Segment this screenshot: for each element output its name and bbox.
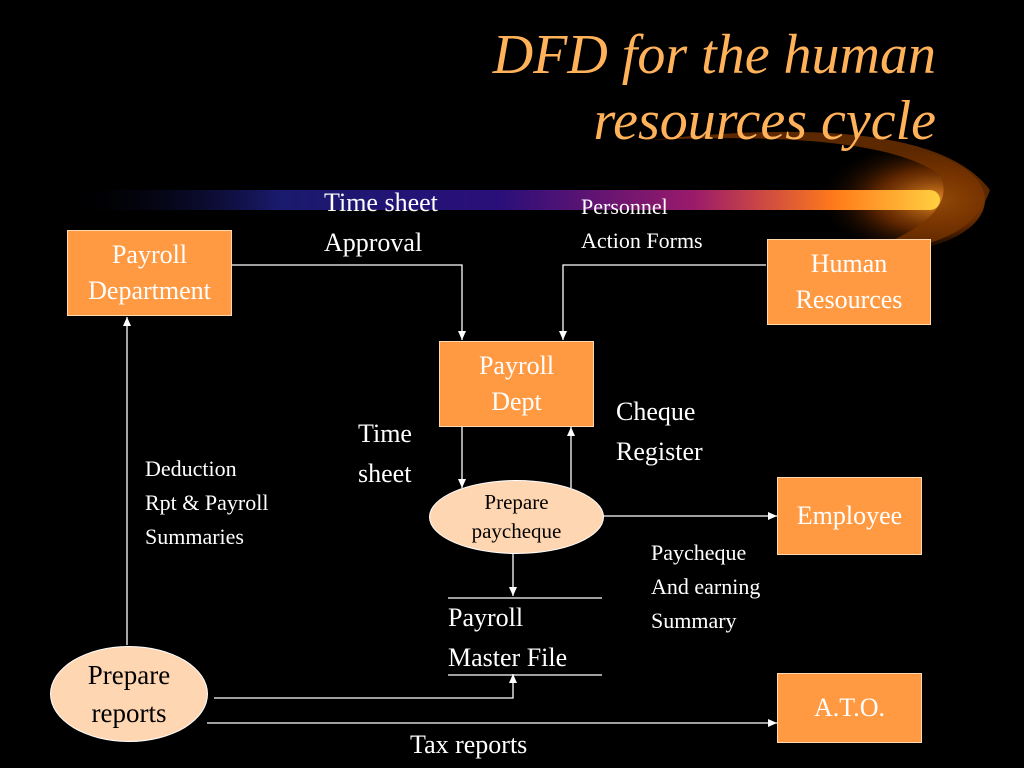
payroll-department-line-2: Department bbox=[88, 276, 211, 305]
personnel-action-forms-label: Personnel Action Forms bbox=[581, 190, 703, 258]
prepare-paycheque-line-2: paycheque bbox=[471, 519, 562, 543]
slide-title: DFD for the human resources cycle bbox=[236, 22, 936, 154]
paycheque-summary-line-3: Summary bbox=[651, 608, 737, 633]
payroll-department-box: Payroll Department bbox=[67, 230, 232, 316]
payroll-dept-line-1: Payroll bbox=[478, 351, 555, 380]
time-sheet-label: Time sheet bbox=[358, 414, 412, 494]
payroll-master-file-store: Payroll Master File bbox=[448, 598, 567, 678]
prepare-paycheque-process: Prepare paycheque bbox=[429, 480, 604, 554]
title-line-2: resources cycle bbox=[593, 90, 936, 152]
tax-reports-text: Tax reports bbox=[410, 730, 528, 759]
deduction-rpt-line-1: Deduction bbox=[145, 456, 237, 481]
human-resources-line-2: Resources bbox=[795, 285, 903, 314]
human-resources-box: Human Resources bbox=[767, 239, 931, 325]
personnel-action-forms-line-1: Personnel bbox=[581, 194, 668, 219]
paycheque-summary-line-2: And earning bbox=[651, 574, 761, 599]
payroll-dept-line-2: Dept bbox=[491, 387, 542, 416]
deduction-rpt-line-2: Rpt & Payroll bbox=[145, 490, 269, 515]
time-sheet-line-1: Time bbox=[358, 419, 412, 448]
prepare-paycheque-line-1: Prepare bbox=[484, 490, 549, 514]
payroll-master-file-line-1: Payroll bbox=[448, 603, 524, 632]
ato-label: A.T.O. bbox=[813, 693, 885, 722]
employee-box: Employee bbox=[777, 477, 922, 555]
prepare-reports-line-1: Prepare bbox=[87, 660, 171, 690]
employee-label: Employee bbox=[796, 501, 903, 530]
payroll-dept-box: Payroll Dept bbox=[439, 341, 594, 427]
paycheque-summary-line-1: Paycheque bbox=[651, 540, 747, 565]
time-sheet-approval-line-2: Approval bbox=[324, 228, 423, 257]
time-sheet-approval-line-1: Time sheet bbox=[324, 188, 438, 217]
ato-box: A.T.O. bbox=[777, 673, 922, 743]
prepare-reports-process: Prepare reports bbox=[50, 646, 208, 742]
time-sheet-approval-label: Time sheet Approval bbox=[324, 183, 438, 263]
cheque-register-line-2: Register bbox=[616, 437, 703, 466]
cheque-register-line-1: Cheque bbox=[616, 397, 696, 426]
tax-reports-label: Tax reports bbox=[410, 725, 527, 765]
deduction-rpt-line-3: Summaries bbox=[145, 524, 244, 549]
cheque-register-label: Cheque Register bbox=[616, 392, 703, 472]
payroll-department-line-1: Payroll bbox=[111, 240, 188, 269]
payroll-master-file-line-2: Master File bbox=[448, 643, 568, 672]
human-resources-line-1: Human bbox=[810, 249, 888, 278]
personnel-action-forms-line-2: Action Forms bbox=[581, 228, 703, 253]
time-sheet-line-2: sheet bbox=[358, 459, 412, 488]
arrow-personnel-action-forms bbox=[559, 264, 766, 340]
prepare-reports-line-2: reports bbox=[91, 698, 167, 728]
arrow-time-sheet-approval bbox=[232, 264, 466, 340]
paycheque-summary-label: Paycheque And earning Summary bbox=[651, 536, 760, 638]
title-line-1: DFD for the human bbox=[492, 24, 936, 86]
deduction-rpt-label: Deduction Rpt & Payroll Summaries bbox=[145, 452, 268, 554]
arrow-from-master-file bbox=[214, 674, 517, 699]
